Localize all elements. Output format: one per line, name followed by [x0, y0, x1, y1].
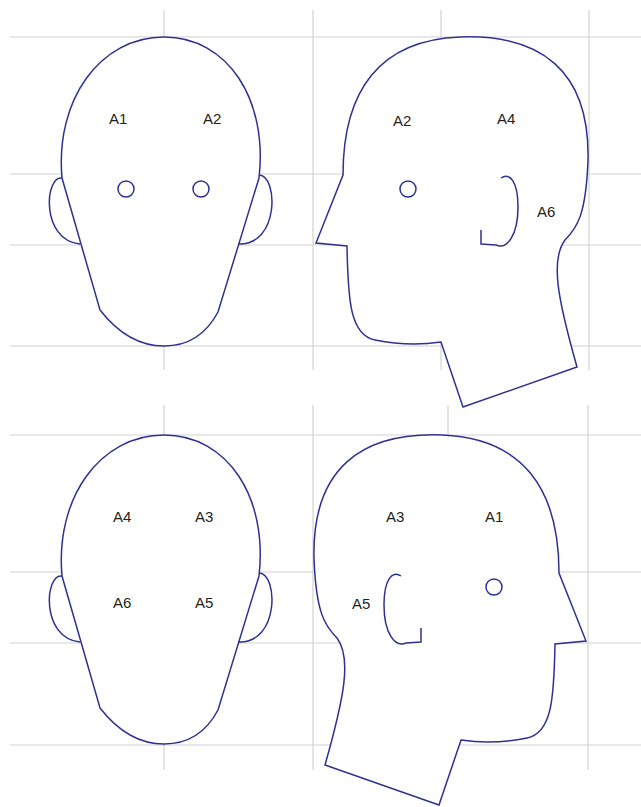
region-label: A4: [497, 111, 515, 126]
region-label: A3: [195, 509, 213, 524]
region-label: A6: [113, 595, 131, 610]
left-profile-head: [316, 37, 588, 407]
region-label: A5: [195, 595, 213, 610]
region-label: A6: [537, 204, 555, 219]
right-profile-head: [314, 435, 586, 805]
front-head: [49, 37, 272, 346]
region-label: A5: [352, 596, 370, 611]
region-label: A1: [109, 111, 127, 126]
region-label: A3: [386, 509, 404, 524]
region-label: A4: [113, 509, 131, 524]
region-label: A1: [485, 509, 503, 524]
region-label: A2: [203, 111, 221, 126]
region-label: A2: [393, 113, 411, 128]
back-head: [49, 435, 272, 744]
